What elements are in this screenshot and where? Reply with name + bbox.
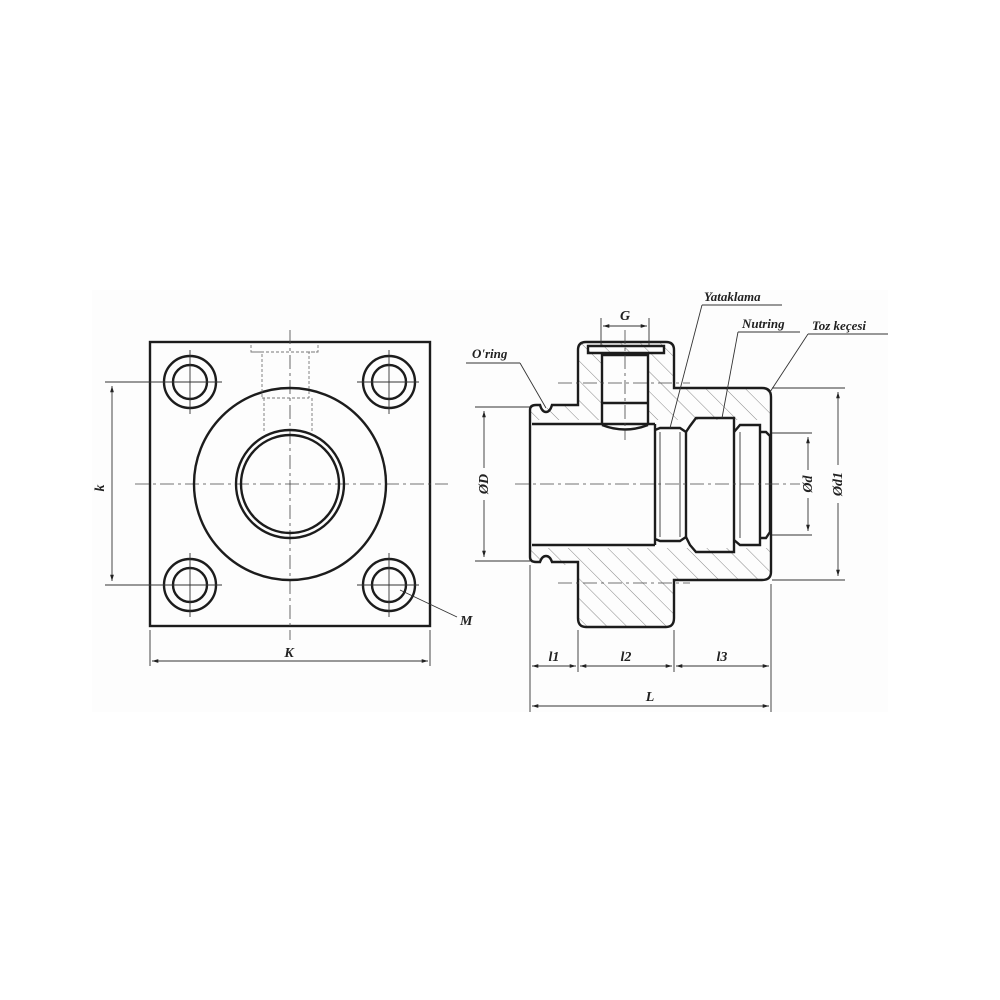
nutring-groove [684, 416, 736, 554]
bore-circle-outer [234, 428, 346, 540]
section-outline [528, 340, 773, 629]
dim-L-label: L [645, 690, 655, 705]
callout-toz-kecesi: Toz keçesi [812, 318, 866, 333]
bolt-hole-tr [357, 350, 419, 414]
dim-l1-label: l1 [549, 650, 560, 665]
bolt-hole-br [357, 553, 419, 617]
callout-yataklama: Yataklama [704, 289, 761, 304]
dim-l2-label: l2 [621, 650, 632, 665]
dim-OD-label: ØD [477, 474, 492, 495]
dim-G-label: G [620, 309, 630, 324]
flange-boss-circle [192, 386, 388, 582]
section-view: G ØD Ød Ød1 l1 l2 l3 L O'rin [466, 289, 888, 712]
toz-kecesi-groove [733, 423, 762, 547]
dim-K-label: K [283, 646, 295, 661]
dim-od-label: Ød [801, 474, 816, 493]
dim-k-label: k [93, 485, 108, 492]
yataklama-groove [653, 424, 688, 545]
dim-od1-label: Ød1 [831, 472, 846, 497]
callout-oring: O'ring [472, 346, 508, 361]
front-view: k K M [93, 330, 473, 666]
callout-nutring: Nutring [741, 316, 785, 331]
bore-circle-inner [239, 433, 341, 535]
bolt-M-label: M [459, 614, 473, 629]
dim-l3-label: l3 [717, 650, 728, 665]
